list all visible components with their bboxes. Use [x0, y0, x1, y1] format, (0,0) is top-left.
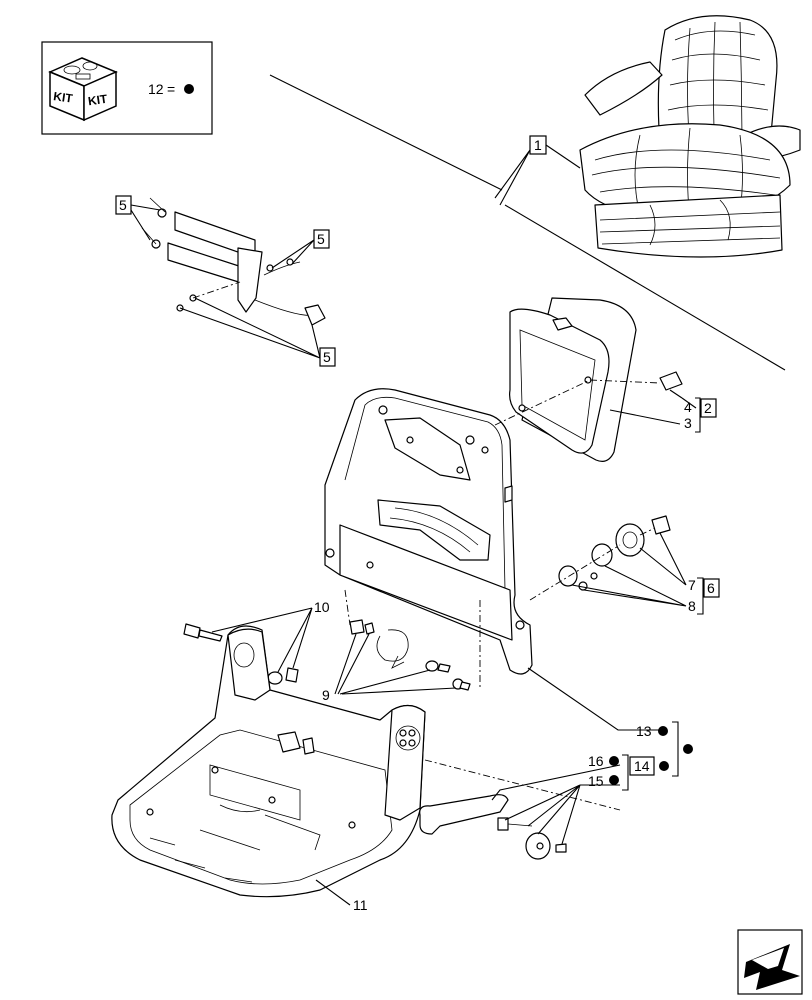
- callout-6-label: 6: [707, 580, 715, 596]
- callout-11-label: 11: [353, 897, 368, 913]
- callout-10-label: 10: [314, 599, 330, 615]
- backrest-cover: [509, 297, 637, 462]
- callout-1-label: 1: [534, 137, 542, 153]
- callout-13-label: 13: [636, 723, 652, 739]
- callout-14-label: 14: [634, 758, 650, 774]
- callout-1: 1: [494, 135, 581, 206]
- callout-3-label: 3: [684, 415, 692, 431]
- callout-9-label: 9: [322, 687, 330, 703]
- recline-lever: [419, 764, 621, 860]
- kit-badge-left: KIT: [53, 89, 75, 106]
- fasteners-9-10: 10 9: [183, 599, 471, 703]
- callout-15-label: 15: [588, 773, 604, 789]
- callouts-2-3-4: 4 3 2: [609, 389, 717, 433]
- kit-legend-marker: [184, 84, 194, 94]
- kit-legend-equals: =: [167, 81, 175, 97]
- callouts-13-14-15-16: 13 16 15 14: [527, 667, 693, 791]
- seat-pan: 11: [111, 625, 621, 913]
- callout-4-label: 4: [684, 399, 692, 415]
- callout-16-label: 16: [588, 753, 604, 769]
- complete-seat-illustration: [579, 15, 801, 258]
- adjustment-knobs: 7 8 6: [529, 515, 720, 615]
- callout-5c-label: 5: [323, 349, 331, 365]
- next-page-arrow-icon: [744, 944, 800, 990]
- callout-8-label: 8: [688, 598, 696, 614]
- kit-badge-right: KIT: [87, 92, 109, 109]
- screw-4: [589, 371, 683, 391]
- callout-5a-label: 5: [119, 197, 127, 213]
- kit-legend-ref: 12: [148, 81, 164, 97]
- kit-box-icon: KIT KIT: [48, 57, 118, 122]
- callout-2-label: 2: [704, 400, 712, 416]
- next-page-arrow-button[interactable]: [737, 929, 803, 995]
- callout-7-label: 7: [688, 577, 696, 593]
- callout-5b-label: 5: [317, 231, 325, 247]
- backrest-frame: [324, 379, 591, 690]
- kit-legend: KIT KIT 12 =: [41, 41, 213, 135]
- kit-5-parts: 5 5 5: [115, 195, 336, 367]
